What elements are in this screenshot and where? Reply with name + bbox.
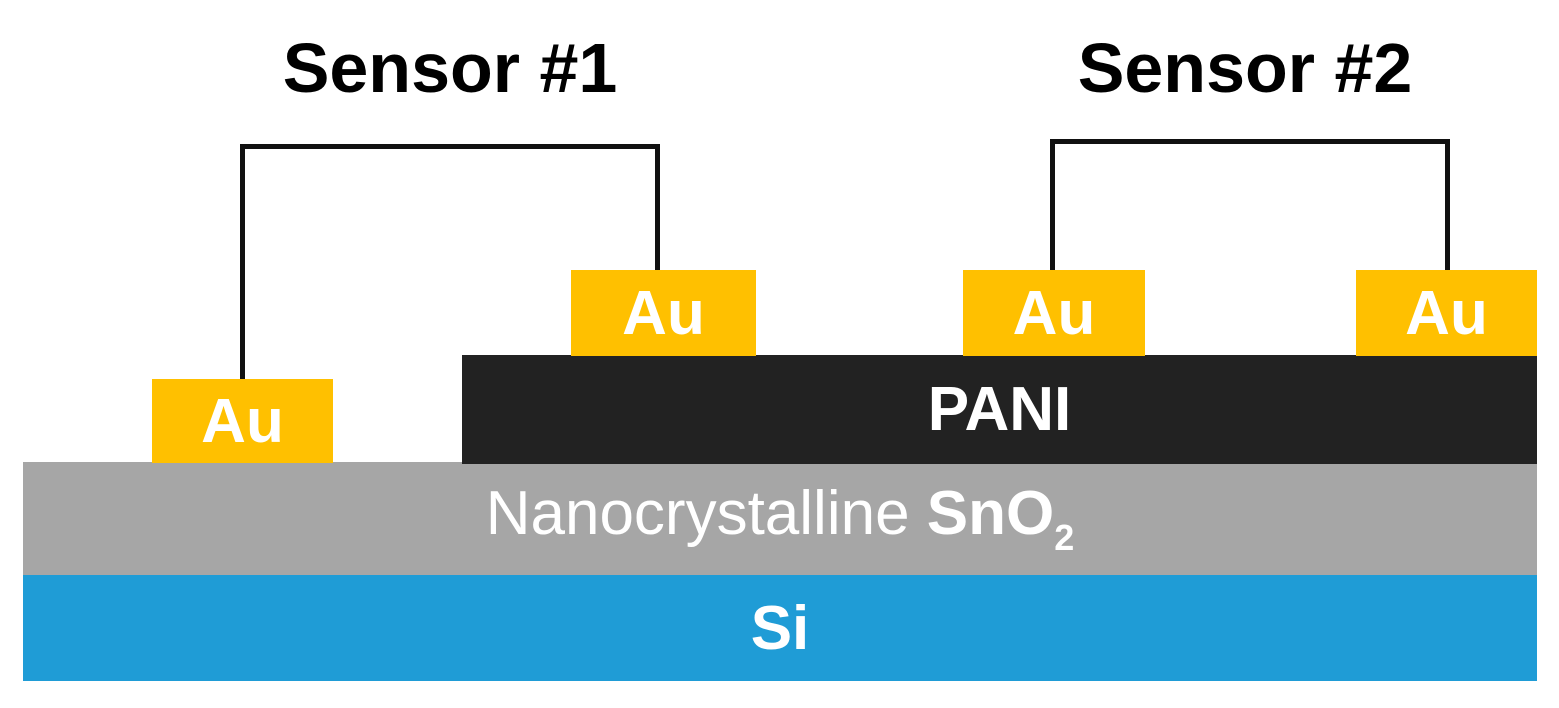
au-electrode-4: Au [1356, 270, 1537, 356]
au-electrode-1: Au [152, 379, 333, 463]
sno2-layer: Nanocrystalline SnO2 [23, 462, 1537, 575]
sensor-1-wire-left [240, 144, 245, 379]
si-label: Si [750, 593, 810, 663]
sensor-2-wire-right [1445, 139, 1450, 270]
sensor-1-title: Sensor #1 [282, 29, 618, 107]
au-electrode-2: Au [571, 270, 756, 356]
sensor-2-wire-top [1050, 139, 1450, 144]
au-label: Au [1405, 278, 1488, 348]
sensor-1-wire-top [240, 144, 660, 149]
sno2-label: Nanocrystalline SnO2 [485, 479, 1075, 558]
au-electrode-3: Au [963, 270, 1145, 356]
au-label: Au [622, 278, 705, 348]
sensor-2-title: Sensor #2 [1077, 29, 1413, 107]
au-label: Au [1012, 278, 1096, 348]
pani-layer: PANI [462, 355, 1537, 464]
au-label: Au [201, 386, 284, 456]
si-substrate-layer: Si [23, 575, 1537, 681]
sensor-1-wire-right [655, 144, 660, 270]
pani-label: PANI [927, 375, 1072, 444]
sensor-2-wire-left [1050, 139, 1055, 270]
